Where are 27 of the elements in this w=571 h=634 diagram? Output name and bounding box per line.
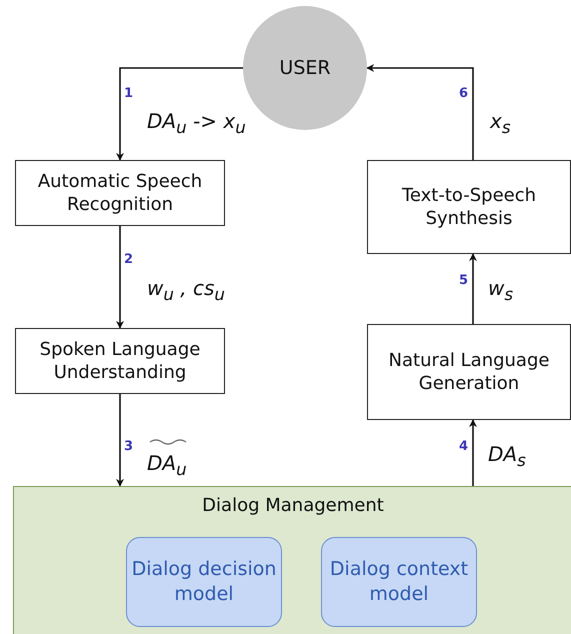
node-text: Spoken Language Understanding: [38, 338, 202, 384]
model-box: [126, 537, 282, 627]
process-box: [15, 328, 225, 394]
node-text: Dialog decision model: [130, 557, 278, 607]
process-box: [15, 160, 225, 226]
arrow: [469, 419, 477, 486]
node-text: Natural Language Generation: [388, 348, 550, 396]
step-number: 4: [459, 439, 468, 454]
step-number: 6: [459, 86, 468, 101]
node-text: Dialog context model: [328, 557, 470, 607]
step-number: 5: [459, 273, 468, 288]
step-number: 3: [124, 439, 134, 454]
step-number: 2: [124, 252, 134, 267]
arrow: [366, 64, 474, 160]
node-text: Automatic Speech Recognition: [36, 170, 204, 216]
band-title: Dialog Management: [201, 495, 385, 516]
process-box: [367, 324, 571, 420]
arrow: [116, 226, 124, 329]
node-text: Text-to-Speech Synthesis: [400, 184, 538, 230]
component-band: [13, 486, 571, 634]
arrow: [116, 394, 124, 487]
arrow: [116, 67, 243, 161]
process-box: [367, 160, 571, 254]
model-box: [321, 537, 477, 627]
user-label: USER: [279, 56, 331, 80]
step-number: 1: [124, 86, 134, 101]
arrow: [469, 253, 477, 324]
